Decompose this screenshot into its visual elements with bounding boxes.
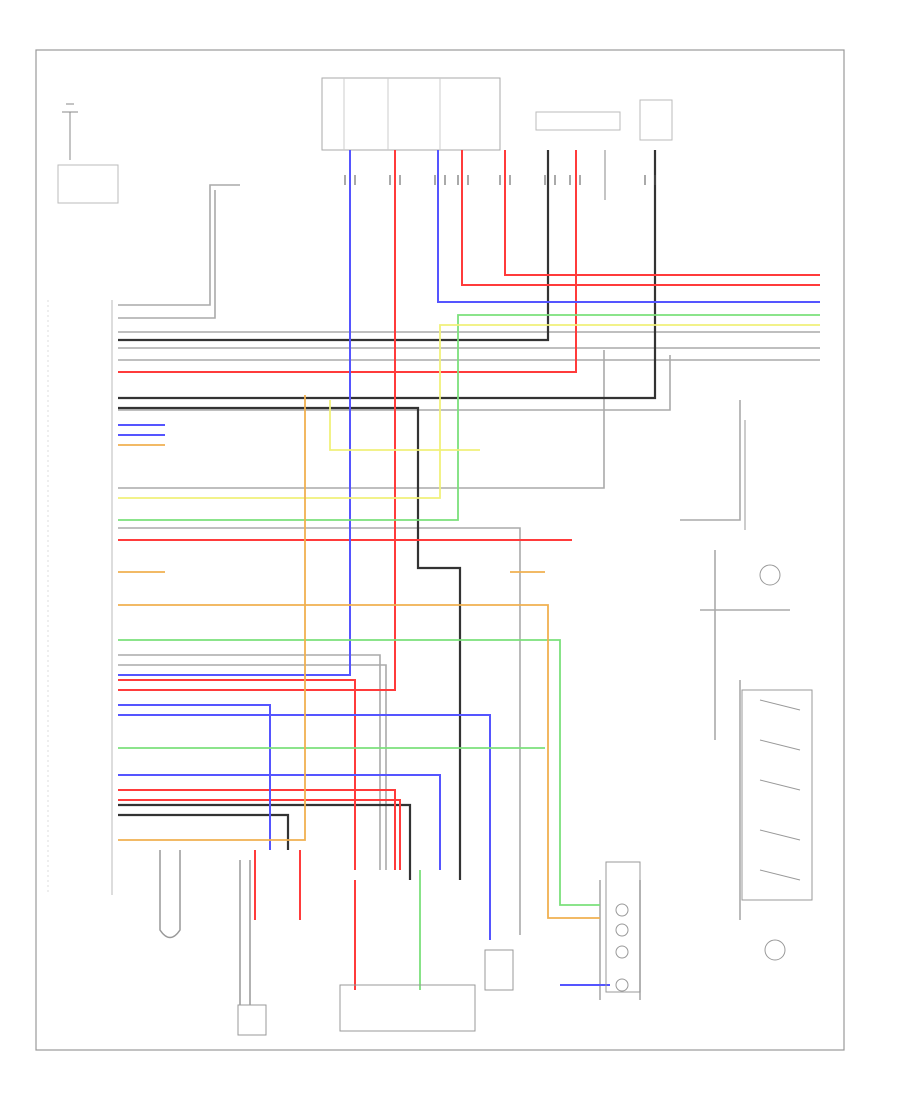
gray-wires — [118, 184, 820, 1000]
red-wires — [118, 150, 820, 990]
left-connector-strip — [47, 300, 113, 895]
right-side-components — [741, 420, 813, 961]
connector-ticks — [344, 175, 656, 185]
lower-left-legs — [159, 850, 251, 1005]
orange-wires — [118, 395, 600, 919]
blue-wires — [118, 150, 820, 986]
diagram-frame — [35, 49, 845, 1051]
yellow-wires — [118, 324, 820, 499]
bottom-connector-block — [237, 861, 641, 1036]
antenna-symbol — [57, 103, 606, 204]
green-wires — [118, 314, 820, 990]
black-wires — [118, 150, 657, 880]
top-fuse-box — [321, 77, 673, 151]
